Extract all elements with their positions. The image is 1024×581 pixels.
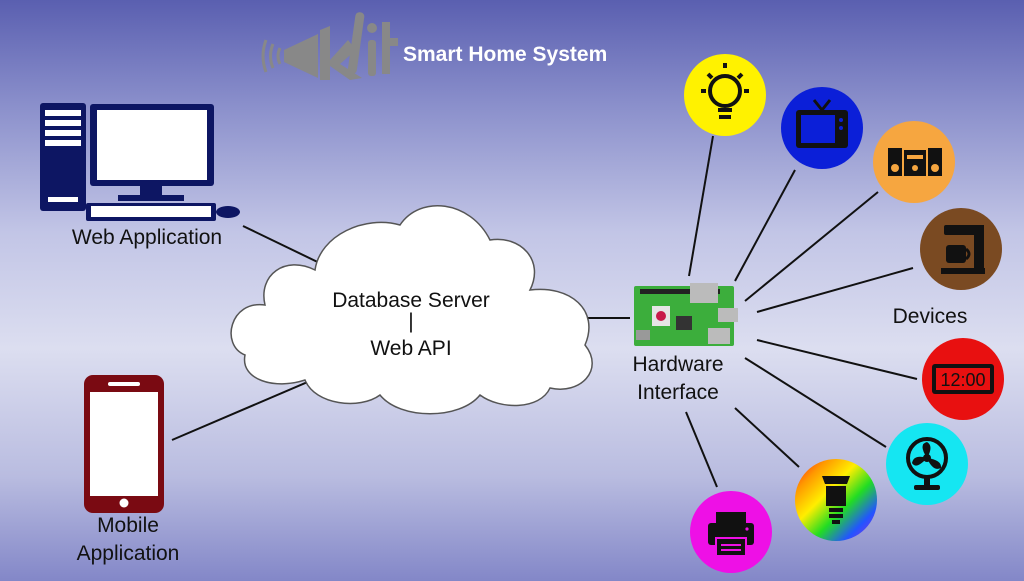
klit-logo [261,12,398,80]
connection-lines [171,135,918,488]
device-clock: 12:00 [922,338,1004,420]
device-stereo [873,121,955,203]
line-to-lightbulb [688,135,714,277]
cloud-shape [230,204,593,415]
line-to-rgb-bulb [734,407,800,468]
sound-wave-icon [261,39,268,73]
desktop-computer-icon [40,103,240,221]
stereo-icon [888,148,942,176]
device-lightbulb [684,54,766,136]
device-tv [781,87,863,169]
device-printer [690,491,772,573]
line-to-clock [756,339,918,380]
server-separator: | [408,310,413,333]
hardware-label-line1: Hardware [632,353,723,376]
fan-icon [906,437,948,490]
device-coffee-maker [920,208,1002,290]
line-to-coffee [756,267,914,313]
line-to-tv [734,169,796,282]
mobile-phone-icon [84,375,164,513]
raspberry-pi-board-icon [634,283,738,346]
printer-icon [708,512,754,557]
mobile-application-label-line1: Mobile [97,514,159,537]
clock-time: 12:00 [940,370,985,390]
line-web-to-server [242,225,331,269]
web-application-label: Web Application [72,226,222,249]
hardware-label-line2: Interface [637,381,719,404]
database-server-label: Database Server [332,289,490,312]
line-to-fan [744,357,887,448]
device-fan [886,423,968,505]
coffee-maker-icon [941,225,985,274]
page-title: Smart Home System [403,43,607,66]
line-to-stereo [744,191,879,302]
clock-icon: 12:00 [932,364,994,394]
mobile-application-label-line2: Application [77,542,180,565]
tv-icon [796,99,848,148]
devices-label: Devices [893,305,968,328]
line-to-printer [685,411,718,488]
device-rgb-bulb [795,459,877,541]
rgb-bulb-icon [822,476,850,524]
web-api-label: Web API [370,337,451,360]
lightbulb-icon [701,63,749,119]
